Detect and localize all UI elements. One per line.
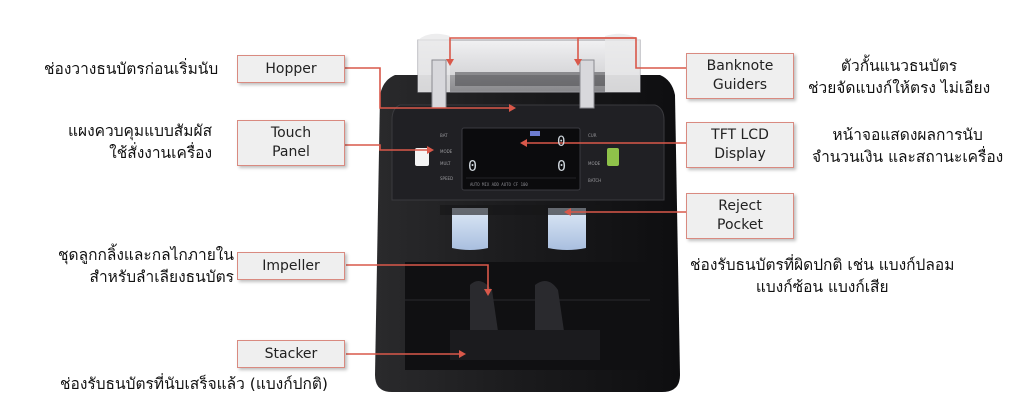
lcd-left-count: 0: [468, 157, 478, 175]
desc-reject-pocket: ช่องรับธนบัตรที่ผิดปกติ เช่น แบงก์ปลอม แ…: [690, 256, 955, 296]
reject-pocket: [440, 205, 600, 250]
svg-text:BATCH: BATCH: [588, 178, 601, 183]
svg-text:SPEED: SPEED: [440, 176, 453, 181]
desc-hopper: ช่องวางธนบัตรก่อนเริ่มนับ: [44, 60, 219, 78]
touch-panel: BAT MODE MULT SPEED CUR MODE BATCH: [415, 133, 619, 183]
stacker-area: [405, 262, 650, 370]
desc-touch-panel: แผงควบคุมแบบสัมผัส ใช้สั่งงานเครื่อง: [68, 122, 213, 162]
desc-stacker: ช่องรับธนบัตรที่นับเสร็จแล้ว (แบงก์ปกติ): [60, 375, 328, 393]
banknote-guiders: [431, 59, 595, 109]
label-touch-panel: Touch Panel: [237, 120, 345, 166]
label-tft-lcd-display: TFT LCD Display: [686, 122, 794, 168]
svg-text:MULT: MULT: [440, 161, 451, 166]
label-banknote-guiders: Banknote Guiders: [686, 53, 794, 99]
leader-lines: [345, 37, 686, 358]
svg-text:MODE: MODE: [588, 161, 601, 166]
svg-text:AUTO MIX ADD AUTO CF 100: AUTO MIX ADD AUTO CF 100: [470, 182, 528, 187]
label-reject-pocket: Reject Pocket: [686, 193, 794, 239]
label-hopper: Hopper: [237, 55, 345, 83]
lcd-right-count: 0: [557, 157, 567, 175]
svg-text:BAT: BAT: [440, 133, 448, 138]
lcd-top-count: 0: [557, 134, 566, 150]
desc-tft-lcd-display: หน้าจอแสดงผลการนับ จำนวนเงิน และสถานะเคร…: [812, 126, 1004, 166]
svg-text:MODE: MODE: [440, 149, 453, 154]
svg-text:CUR: CUR: [588, 133, 597, 138]
label-impeller: Impeller: [237, 252, 345, 280]
label-stacker: Stacker: [237, 340, 345, 368]
desc-impeller: ชุดลูกกลิ้งและกลไกภายใน สำหรับลำเลียงธนบ…: [58, 246, 234, 286]
desc-banknote-guiders: ตัวกั้นแนวธนบัตร ช่วยจัดแบงก์ให้ตรง ไม่เ…: [808, 57, 991, 97]
